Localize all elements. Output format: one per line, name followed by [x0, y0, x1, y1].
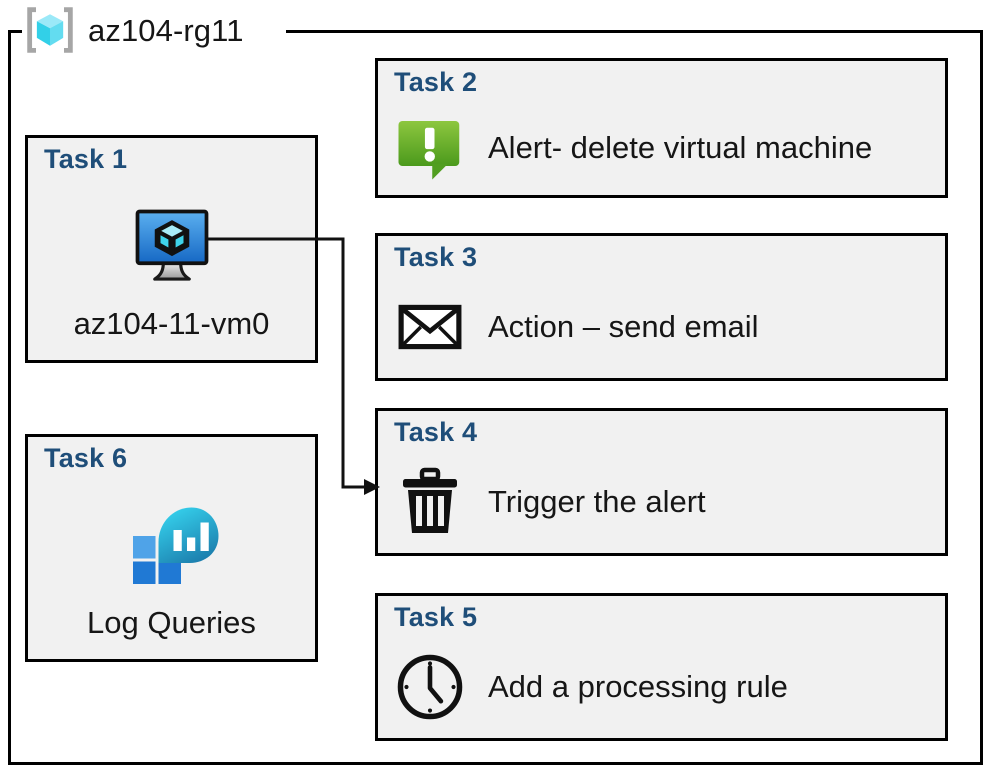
task-6-title: Task 6 — [44, 443, 128, 473]
alert-bubble-icon — [394, 112, 466, 184]
task-3-title: Task 3 — [394, 242, 478, 272]
task-6-label: Log Queries — [87, 604, 256, 640]
card-task-2[interactable]: Task 2 Alert- delete virtual machin — [375, 58, 948, 198]
task-1-title: Task 1 — [44, 144, 128, 174]
task-1-body: az104-11-vm0 — [28, 186, 315, 352]
resource-group-name: az104-rg11 — [88, 12, 244, 48]
trash-bin-icon — [394, 466, 466, 538]
task-2-title: Task 2 — [394, 67, 478, 97]
task-5-label: Add a processing rule — [488, 668, 788, 704]
card-task-6[interactable]: Task 6 — [25, 434, 318, 662]
card-task-4[interactable]: Task 4 Trigger the alert — [375, 408, 948, 556]
card-task-1[interactable]: Task 1 — [25, 135, 318, 363]
card-task-5[interactable]: Task 5 Add a processing rule — [375, 593, 948, 741]
task-5-body: Add a processing rule — [394, 642, 935, 732]
azure-resource-group-icon — [27, 7, 73, 53]
task-4-label: Trigger the alert — [488, 483, 706, 519]
task-4-body: Trigger the alert — [394, 457, 935, 547]
task-4-title: Task 4 — [394, 417, 478, 447]
card-task-3[interactable]: Task 3 Action – send email — [375, 233, 948, 381]
task-3-label: Action – send email — [488, 308, 759, 344]
resource-group-header: az104-rg11 — [22, 2, 244, 58]
clock-icon — [394, 651, 466, 723]
task-3-body: Action – send email — [394, 282, 935, 372]
task-1-label: az104-11-vm0 — [73, 305, 270, 341]
envelope-icon — [394, 291, 466, 363]
resource-group-container — [8, 30, 983, 765]
task-5-title: Task 5 — [394, 602, 478, 632]
task-2-label: Alert- delete virtual machine — [488, 129, 873, 165]
virtual-machine-icon — [124, 198, 220, 294]
log-analytics-icon — [124, 497, 220, 593]
task-6-body: Log Queries — [28, 485, 315, 651]
task-2-body: Alert- delete virtual machine — [394, 107, 935, 189]
resource-group-title-gap — [22, 22, 286, 40]
